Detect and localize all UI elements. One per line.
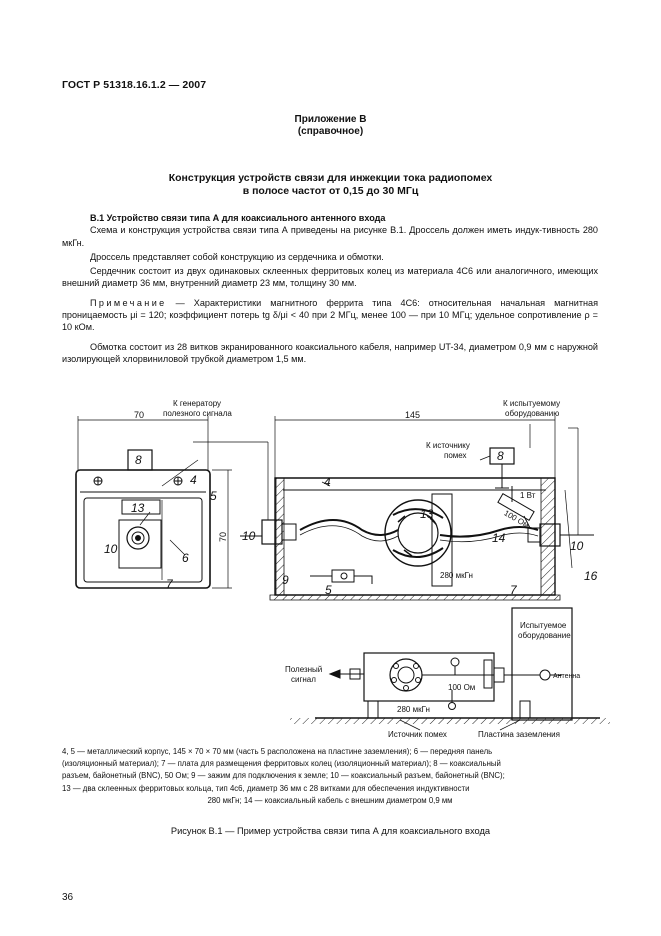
part-4-section: 4: [324, 475, 331, 489]
part-16: 16: [584, 569, 598, 583]
part-6: 6: [182, 551, 189, 565]
part-4-front: 4: [190, 473, 197, 487]
label-noise-1: К источнику: [426, 441, 470, 450]
page-number: 36: [62, 892, 74, 903]
schematic-antenna: Антенна: [553, 673, 580, 680]
paragraph-2: Дроссель представляет собой конструкцию …: [90, 251, 384, 262]
paragraph-3: Сердечник состоит из двух одинаковых скл…: [62, 266, 598, 289]
part-7-front: 7: [166, 577, 174, 591]
schematic-diagram: [290, 607, 610, 731]
document-header: ГОСТ Р 51318.16.1.2 — 2007: [62, 79, 207, 91]
part-10-right: 10: [570, 539, 584, 553]
schematic-useful-signal-1: Полезный: [285, 665, 322, 674]
schematic-noise-source: Источник помех: [388, 730, 447, 739]
legend-line-2: (изоляционный материал); 7 — плата для р…: [62, 759, 501, 769]
part-8-front: 8: [135, 453, 142, 467]
label-power: 1 Вт: [520, 491, 536, 500]
part-5-front: 5: [210, 489, 217, 503]
part-5-section: 5: [325, 583, 332, 597]
figure-legend: 4, 5 — металлический корпус, 145 × 70 × …: [62, 746, 598, 807]
section-title: Конструкция устройств связи для инжекции…: [0, 172, 661, 198]
annex-type: (справочное): [297, 126, 364, 137]
schematic-ground-plate: Пластина заземления: [478, 730, 560, 739]
coupling-device-drawing: К генератору полезного сигнала К испытуе…: [75, 399, 610, 739]
schematic-equipment-2: оборудование: [518, 631, 571, 640]
part-13-front: 13: [131, 501, 145, 515]
body-text: В.1 Устройство связи типа А для коаксиал…: [62, 212, 598, 365]
legend-line-4: 13 — два склеенных ферритовых кольца, ти…: [62, 783, 470, 793]
dim-width-70: 70: [134, 410, 144, 420]
part-10-front: 10: [104, 542, 118, 556]
dim-height-70: 70: [218, 532, 228, 542]
subsection-heading: В.1 Устройство связи типа А для коаксиал…: [90, 213, 386, 223]
legend-line-5: 280 мкГн; 14 — коаксиальный кабель с вне…: [207, 795, 453, 805]
part-8-section: 8: [497, 449, 504, 463]
paragraph-1: Схема и конструкция устройства связи тип…: [62, 225, 598, 248]
part-10-left: 10: [242, 529, 256, 543]
schematic-resistor: 100 Ом: [448, 683, 475, 692]
part-13-section: 13: [420, 507, 434, 521]
annex-heading: Приложение В (справочное): [0, 114, 661, 138]
part-7-section: 7: [510, 583, 518, 597]
part-9: 9: [282, 573, 289, 587]
schematic-equipment-1: Испытуемое: [520, 621, 567, 630]
part-14: 14: [492, 531, 506, 545]
label-noise-2: помех: [444, 451, 467, 460]
front-view: [75, 416, 232, 589]
title-line-2: в полосе частот от 0,15 до 30 МГц: [242, 185, 419, 197]
legend-line-1: 4, 5 — металлический корпус, 145 × 70 × …: [62, 747, 493, 756]
schematic-inductance: 280 мкГн: [397, 705, 430, 714]
note-label: Примечание: [90, 297, 167, 308]
label-generator-2: полезного сигнала: [163, 409, 232, 418]
figure-caption: Рисунок В.1 — Пример устройства связи ти…: [170, 826, 491, 836]
section-view: [193, 416, 594, 601]
paragraph-4: Обмотка состоит из 28 витков экранирован…: [62, 341, 598, 364]
label-equipment-1: К испытуемому: [503, 399, 560, 408]
schematic-useful-signal-2: сигнал: [291, 675, 316, 684]
dim-length-145: 145: [405, 410, 420, 420]
note-text: — Характеристики магнитного феррита типа…: [62, 297, 598, 333]
label-generator-1: К генератору: [173, 399, 221, 408]
legend-line-3: разъем, байонетный (BNC), 50 Ом; 9 — заж…: [62, 771, 505, 781]
label-inductance: 280 мкГн: [440, 571, 473, 580]
title-line-1: Конструкция устройств связи для инжекции…: [168, 172, 493, 184]
label-equipment-2: оборудованию: [505, 409, 559, 418]
note: Примечание — Характеристики магнитного ф…: [62, 297, 598, 334]
annex-title: Приложение В: [294, 114, 367, 125]
